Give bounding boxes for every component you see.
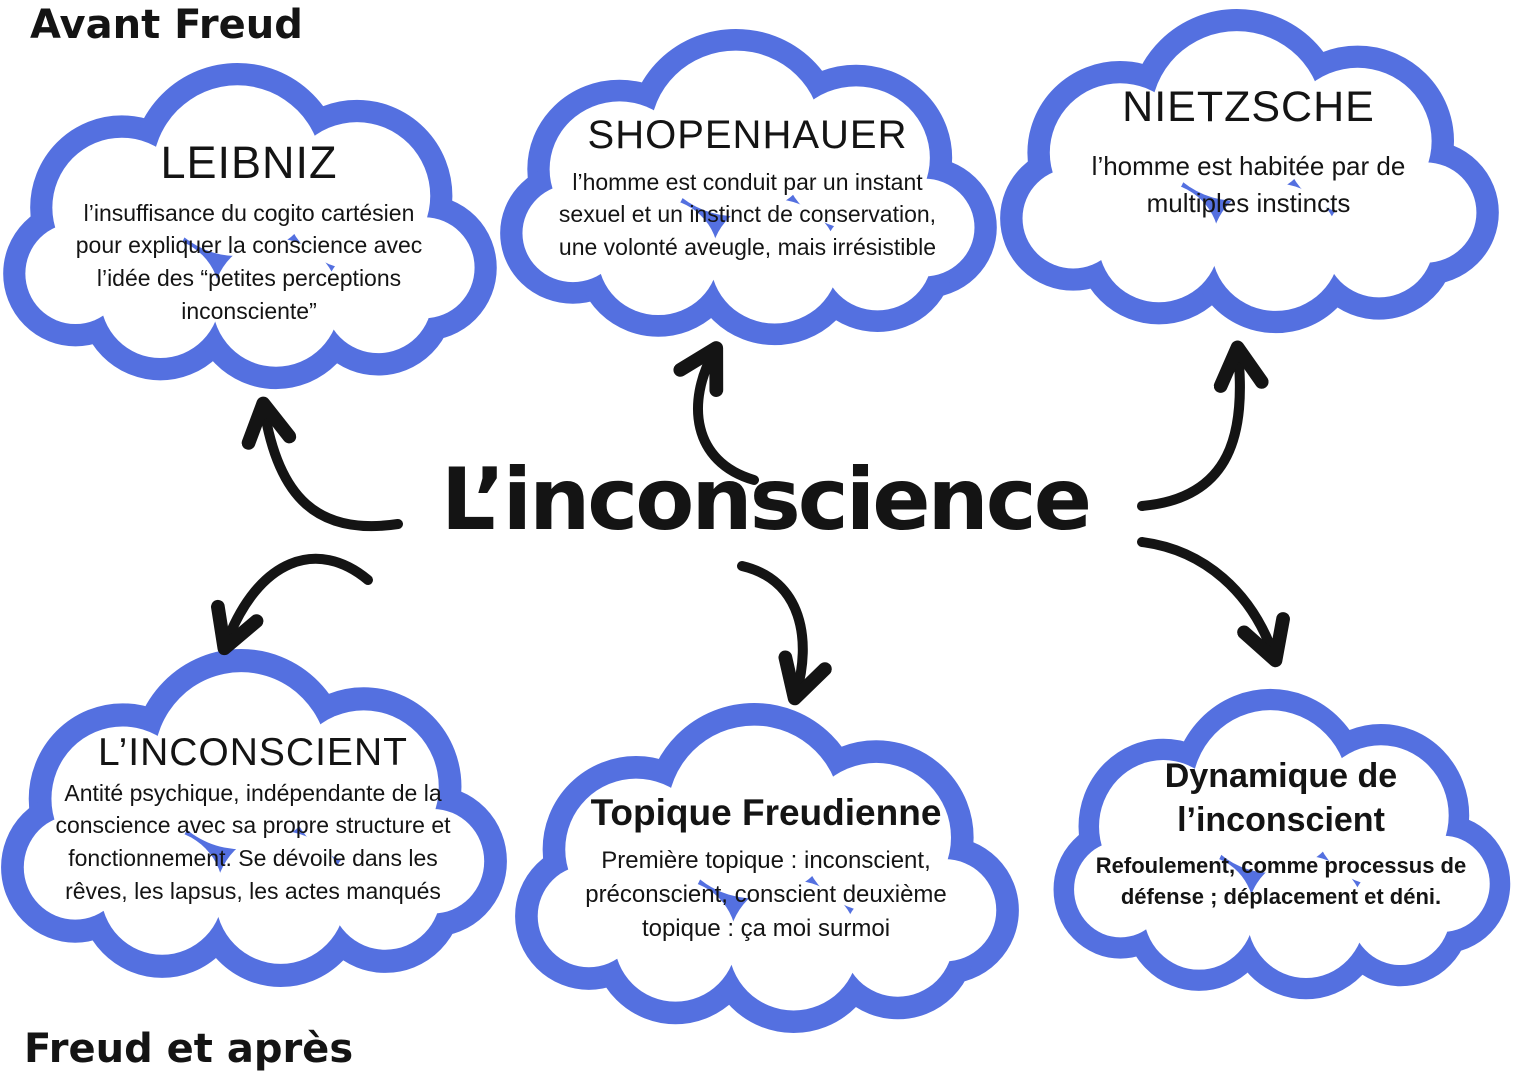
- cloud-dynamique-body: Refoulement, comme processus de défense …: [1095, 852, 1467, 910]
- cloud-topique-title: Topique Freudienne: [590, 791, 942, 833]
- cloud-shopenhauer: SHOPENHAUER l’homme est conduit par un i…: [505, 28, 990, 348]
- cloud-dynamique: Dynamique de l’inconscient Refoulement, …: [1058, 688, 1504, 1002]
- cloud-nietzsche-body: l’homme est habitée par de multiples ins…: [1091, 150, 1406, 218]
- arrow-center-to-topique: [737, 561, 832, 706]
- section-label-avant-freud: Avant Freud: [30, 2, 303, 48]
- arrow-center-to-linconscient: [211, 553, 373, 656]
- cloud-nietzsche-title: NIETZSCHE: [1122, 82, 1375, 131]
- cloud-leibniz-body: l’insuffisance du cogito cartésien pour …: [75, 199, 423, 324]
- cloud-shopenhauer-body: l’homme est conduit par un instant sexue…: [558, 168, 937, 260]
- central-topic-title: L’inconscience: [440, 450, 1092, 550]
- cloud-linconscient-title: L’INCONSCIENT: [98, 730, 408, 774]
- cloud-topique-body: Première topique : inconscient, préconsc…: [585, 846, 947, 943]
- cloud-topique-freudienne: Topique Freudienne Première topique : in…: [520, 702, 1012, 1036]
- cloud-linconscient: L’INCONSCIENT Antité psychique, indépend…: [6, 648, 500, 990]
- cloud-dynamique-title: Dynamique de l’inconscient: [1164, 756, 1398, 839]
- cloud-shopenhauer-title: SHOPENHAUER: [587, 112, 908, 157]
- cloud-leibniz: LEIBNIZ l’insuffisance du cogito cartési…: [8, 62, 490, 392]
- arrow-center-to-dynamique: [1137, 537, 1290, 668]
- cloud-linconscient-body: Antité psychique, indépendante de la con…: [55, 779, 451, 904]
- cloud-leibniz-title: LEIBNIZ: [160, 136, 338, 188]
- cloud-nietzsche: NIETZSCHE l’homme est habitée par de mul…: [1005, 8, 1492, 336]
- section-label-freud-et-apres: Freud et après: [24, 1026, 354, 1072]
